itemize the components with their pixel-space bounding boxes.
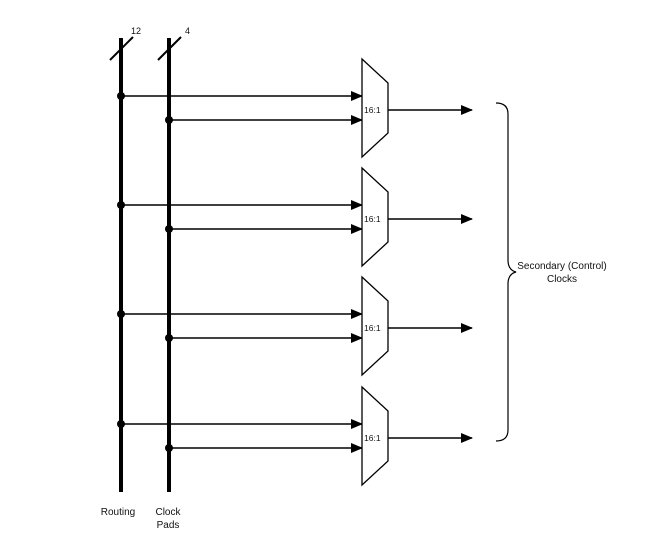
clock-pads-bus-label-line1: Clock: [155, 507, 181, 518]
mux-layer: 16:1 16:1 16:1 16:1: [117, 57, 473, 487]
routing-bus-width-label: 12: [131, 26, 141, 36]
routing-junction-dot: [117, 310, 125, 318]
routing-bus-label: Routing: [101, 507, 135, 518]
mux-16-to-1-block: [361, 275, 389, 377]
mux-label: 16:1: [364, 214, 381, 224]
clock-pad-junction-dot: [165, 334, 173, 342]
mux-stage-1: 16:1: [117, 57, 473, 159]
clock-pads-bus-width-label: 4: [185, 26, 190, 36]
routing-junction-dot: [117, 201, 125, 209]
mux-label: 16:1: [364, 105, 381, 115]
mux-16-to-1-block: [361, 385, 389, 487]
clock-pad-junction-dot: [165, 225, 173, 233]
mux-stage-2: 16:1: [117, 166, 473, 268]
mux-stage-3: 16:1: [117, 275, 473, 377]
clock-pad-junction-dot: [165, 116, 173, 124]
mux-label: 16:1: [364, 433, 381, 443]
mux-label: 16:1: [364, 323, 381, 333]
mux-16-to-1-block: [361, 166, 389, 268]
brace-label-line2: Clocks: [547, 274, 577, 285]
routing-junction-dot: [117, 420, 125, 428]
clock-pads-bus-width-slash: [157, 36, 182, 61]
mux-stage-4: 16:1: [117, 385, 473, 487]
brace-label-line1: Secondary (Control): [517, 261, 606, 272]
routing-junction-dot: [117, 92, 125, 100]
outputs-brace: [495, 102, 517, 442]
routing-bus-width-slash: [109, 36, 134, 61]
clock-pad-junction-dot: [165, 444, 173, 452]
mux-16-to-1-block: [361, 57, 389, 159]
clock-pads-bus-label-line2: Pads: [157, 520, 180, 531]
